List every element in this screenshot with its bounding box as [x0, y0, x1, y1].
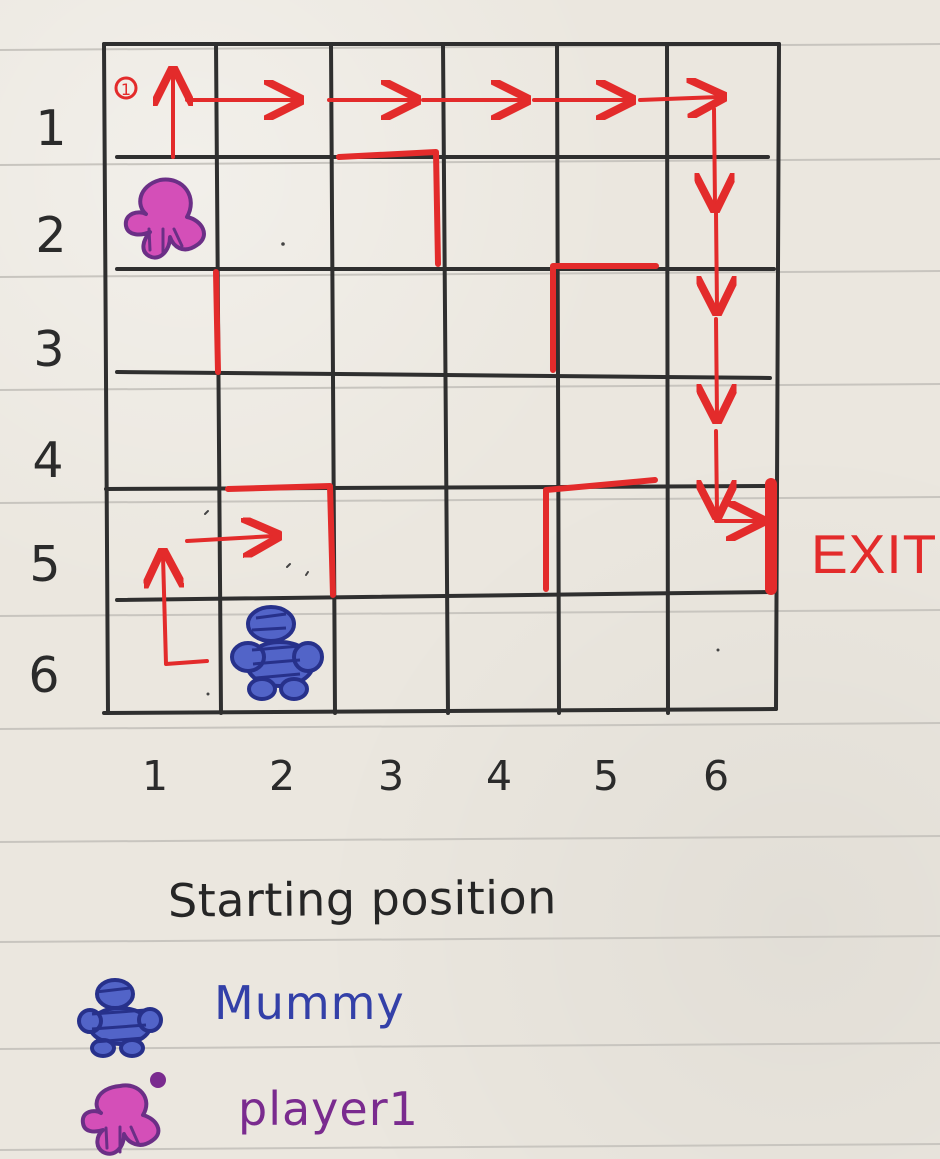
col-label-6: 6 [703, 752, 729, 800]
svg-text:1: 1 [121, 80, 131, 99]
row-label-6: 6 [28, 647, 59, 704]
col-label-3: 3 [378, 752, 404, 800]
row-label-3: 3 [33, 321, 64, 378]
col-label-2: 2 [269, 752, 295, 800]
row-label-4: 4 [32, 432, 63, 489]
legend-item-mummy: Mummy [0, 966, 940, 1058]
row-label-2: 2 [35, 207, 66, 264]
legend-item-player: player1 [0, 1064, 940, 1156]
mummy-icon [72, 976, 168, 1066]
legend-title: Starting position [167, 870, 558, 928]
col-labels: 1 2 3 4 5 6 [142, 752, 729, 800]
col-label-1: 1 [142, 752, 168, 800]
start-marker: 1 [114, 76, 138, 100]
exit-label: EXIT [811, 523, 937, 585]
solution-path [163, 74, 758, 666]
player-label: player1 [238, 1082, 419, 1136]
player-piece [123, 177, 206, 260]
grid-lines [102, 42, 781, 715]
mummy-label: Mummy [214, 976, 405, 1030]
row-label-1: 1 [35, 100, 66, 157]
row-labels: 1 2 3 4 5 6 [28, 100, 66, 704]
mummy-piece [230, 605, 324, 701]
player-icon [80, 1064, 176, 1156]
maze-walls [213, 149, 777, 598]
stray-marks [204, 242, 720, 696]
row-label-5: 5 [29, 536, 60, 593]
col-label-5: 5 [593, 752, 619, 800]
col-label-4: 4 [486, 752, 512, 800]
